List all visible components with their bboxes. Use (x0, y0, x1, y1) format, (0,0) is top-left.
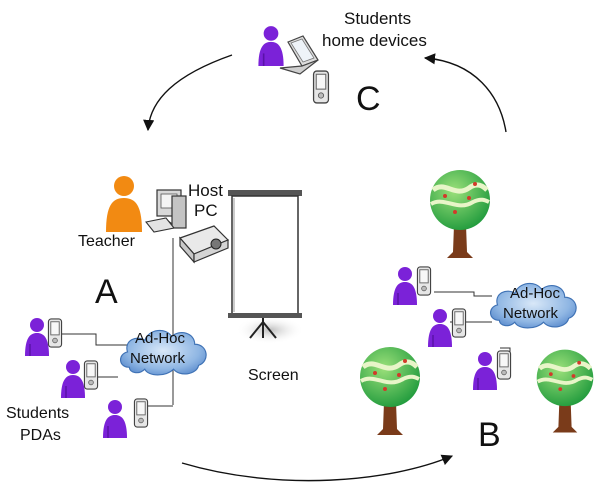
screen-label: Screen (248, 367, 299, 384)
students-pdas-label-line2: PDAs (20, 427, 61, 444)
projector-icon (178, 225, 230, 264)
tree-icon (360, 347, 420, 435)
adhoc-a-label-line2: Network (130, 350, 186, 367)
section-c-label: C (356, 80, 381, 118)
pda-icon (451, 308, 467, 338)
students-pdas-label-line1: Students (6, 405, 69, 422)
pda-icon (416, 266, 432, 296)
tree-icon (537, 350, 594, 433)
section-a-label: A (95, 273, 118, 311)
tree-icon (430, 170, 490, 258)
pda-icon (83, 360, 99, 390)
pda-icon (47, 318, 63, 348)
pda-icon (496, 350, 512, 380)
home-devices-group (257, 25, 330, 104)
person-icon (24, 317, 50, 356)
teacher-icon (106, 176, 142, 232)
arrow-b-to-c (423, 53, 507, 133)
arrow-c-to-a (143, 54, 233, 132)
adhoc-b-label-line1: Ad-Hoc (510, 285, 561, 302)
students-home-label-line2: home devices (322, 31, 427, 50)
host-label-line1: Host (188, 181, 223, 200)
arrow-a-to-b (181, 454, 454, 482)
person-icon (257, 25, 285, 66)
person-icon (472, 351, 498, 390)
students-home-label-line1: Students (344, 9, 411, 28)
section-b-label: B (478, 416, 501, 454)
host-label-line2: PC (194, 201, 218, 220)
person-icon (102, 399, 128, 438)
teacher-label: Teacher (78, 233, 136, 250)
pda-icon (312, 70, 330, 104)
adhoc-b-label-line2: Network (503, 305, 559, 322)
pc-icon (145, 189, 187, 233)
screen-icon (228, 190, 304, 344)
laptop-icon (279, 35, 319, 75)
pda-icon (133, 398, 149, 428)
person-icon (60, 359, 86, 398)
adhoc-a-label-line1: Ad-Hoc (135, 330, 186, 347)
person-icon (392, 266, 418, 305)
person-icon (427, 308, 453, 347)
